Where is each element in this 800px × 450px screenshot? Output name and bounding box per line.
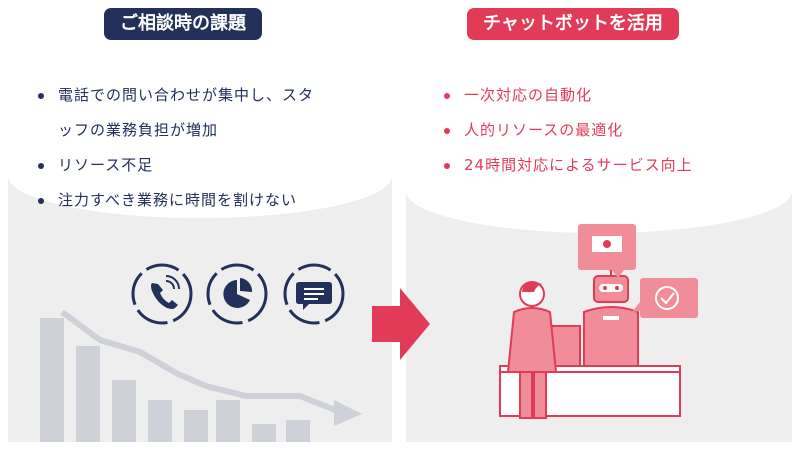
solution-list-area — [406, 28, 792, 233]
chat-icon — [283, 263, 345, 325]
solution-title: チャットボットを活用 — [467, 8, 679, 40]
solution-item: 人的リソースの最適化 — [440, 113, 693, 148]
solution-item: 24時間対応によるサービス向上 — [440, 148, 693, 183]
problem-list: 電話での問い合わせが集中し、スタ ッフの業務負担が増加 リソース不足 注力すべき… — [34, 78, 314, 218]
problem-item-line: ッフの業務負担が増加 — [58, 121, 219, 139]
pie-chart-icon — [206, 263, 268, 325]
declining-bars-icon — [40, 318, 310, 442]
problem-item: リソース不足 — [34, 148, 314, 183]
problem-panel — [8, 28, 392, 442]
problem-title: ご相談時の課題 — [104, 8, 262, 40]
robot-icon — [583, 265, 639, 367]
problem-item: 注力すべき業務に時間を割けない — [34, 183, 314, 218]
customer-person-icon — [506, 281, 558, 419]
speech-bubble-icon — [578, 224, 636, 278]
problem-item: 電話での問い合わせが集中し、スタ ッフの業務負担が増加 — [34, 78, 314, 148]
phone-icon — [131, 263, 193, 325]
solution-item: 一次対応の自動化 — [440, 78, 693, 113]
trend-down-arrow-icon — [60, 309, 362, 426]
problem-item-line: 電話での問い合わせが集中し、スタ — [58, 86, 315, 104]
solution-list: 一次対応の自動化 人的リソースの最適化 24時間対応によるサービス向上 — [440, 78, 693, 183]
check-bubble-icon — [632, 278, 698, 318]
transition-arrow-icon — [372, 288, 430, 360]
problem-list-area — [8, 28, 392, 218]
